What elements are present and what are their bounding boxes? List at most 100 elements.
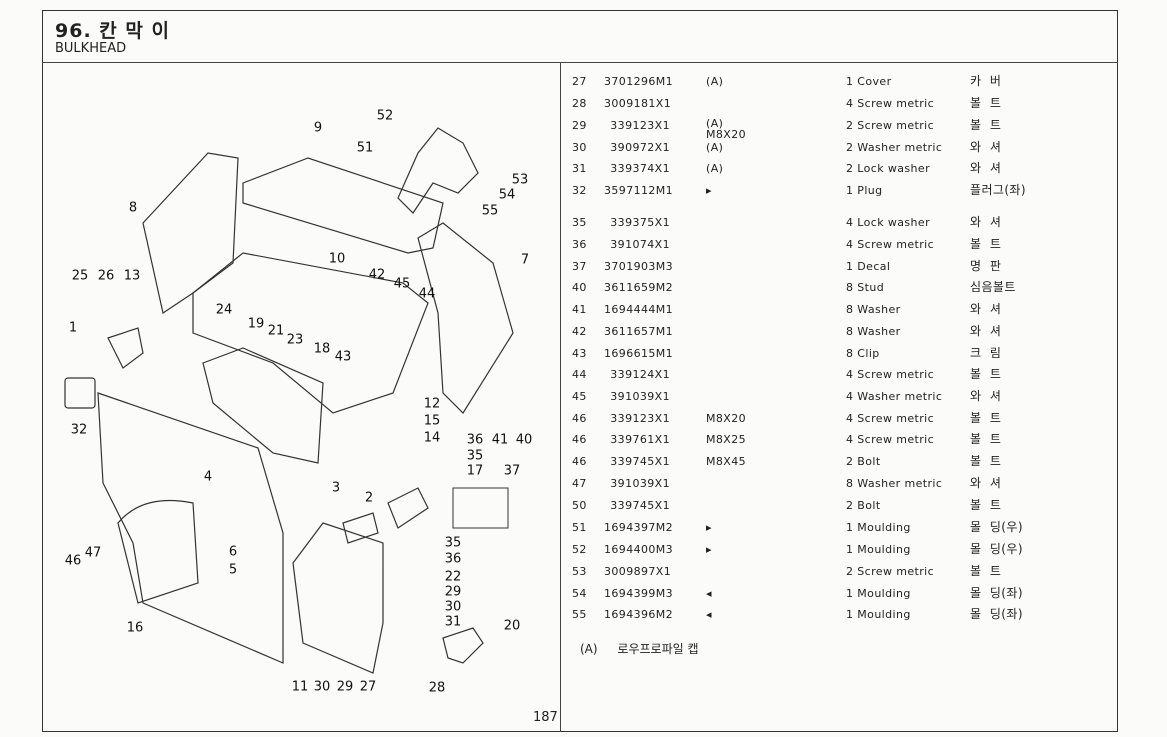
part-number: 3009897X1 <box>604 565 672 578</box>
korean-name: 심음볼트 <box>970 280 1016 294</box>
page-subtitle: BULKHEAD <box>55 41 127 56</box>
part-number: 1694396M2 <box>604 608 674 621</box>
callout-32: 32 <box>70 422 88 438</box>
description: 4 Screw metric <box>846 238 935 251</box>
callout-30: 30 <box>313 679 331 695</box>
part-number: 339745X1 <box>610 455 670 468</box>
part-number: 3597112M1 <box>604 184 674 197</box>
callout-29: 29 <box>444 584 462 600</box>
note: ◂ <box>706 587 712 600</box>
description: 4 Screw metric <box>846 97 935 110</box>
korean-name: 와 셔 <box>970 389 1002 403</box>
bracket-13 <box>107 327 144 369</box>
callout-47: 47 <box>84 545 102 561</box>
callout-8: 8 <box>128 200 138 216</box>
ref-number: 36 <box>572 238 587 251</box>
callout-31: 31 <box>444 614 462 630</box>
ref-number: 51 <box>572 521 587 534</box>
note: (A) <box>706 162 724 175</box>
korean-name: 와 셔 <box>970 161 1002 175</box>
description: 4 Lock washer <box>846 216 931 229</box>
callout-6: 6 <box>228 544 238 560</box>
callout-23: 23 <box>286 332 304 348</box>
note: M8X25 <box>706 433 747 446</box>
callout-7: 7 <box>520 252 530 268</box>
ref-number: 31 <box>572 162 587 175</box>
callout-36: 36 <box>444 551 462 567</box>
description: 1 Plug <box>846 184 883 197</box>
ref-number: 46 <box>572 412 587 425</box>
korean-name: 볼 트 <box>970 454 1002 468</box>
part-number: 339123X1 <box>610 412 670 425</box>
description: 2 Washer metric <box>846 141 943 154</box>
korean-name: 볼 트 <box>970 432 1002 446</box>
ref-number: 47 <box>572 477 587 490</box>
lower-panel <box>292 522 384 674</box>
description: 1 Moulding <box>846 608 911 621</box>
description: 8 Clip <box>846 347 880 360</box>
part-number: 3009181X1 <box>604 97 672 110</box>
callout-2: 2 <box>364 490 374 506</box>
page-title: 96. 칸 막 이 <box>55 20 170 42</box>
callout-28: 28 <box>428 680 446 696</box>
korean-name: 와 셔 <box>970 215 1002 229</box>
callout-52: 52 <box>376 108 394 124</box>
description: 4 Screw metric <box>846 368 935 381</box>
description: 2 Bolt <box>846 455 881 468</box>
description: 8 Stud <box>846 281 885 294</box>
bracket-17 <box>387 487 429 529</box>
callout-16: 16 <box>126 620 144 636</box>
callout-35: 35 <box>444 535 462 551</box>
ref-number: 35 <box>572 216 587 229</box>
part-number: 339374X1 <box>610 162 670 175</box>
callout-46: 46 <box>64 553 82 569</box>
bracket-22 <box>342 512 379 544</box>
korean-name: 몰 딩(좌) <box>970 586 1023 600</box>
ref-number: 37 <box>572 260 587 273</box>
callout-43: 43 <box>334 349 352 365</box>
note: ▸ <box>706 184 712 197</box>
korean-name: 몰 딩(우) <box>970 520 1023 534</box>
callout-3: 3 <box>331 480 341 496</box>
ref-number: 45 <box>572 390 587 403</box>
part-number: 1694397M2 <box>604 521 674 534</box>
part-number: 391074X1 <box>610 238 670 251</box>
part-number: 339124X1 <box>610 368 670 381</box>
description: 1 Moulding <box>846 521 911 534</box>
callout-12: 12 <box>423 396 441 412</box>
ref-number: 42 <box>572 325 587 338</box>
top-cover <box>242 157 444 254</box>
description: 2 Screw metric <box>846 119 935 132</box>
part-number: 3611657M1 <box>604 325 674 338</box>
page-number: 187 <box>533 710 558 725</box>
part-number: 391039X1 <box>610 390 670 403</box>
bulkhead-left-panel <box>97 392 284 664</box>
note: (A) <box>706 75 724 88</box>
table-row: 51 1694397M2 ▸ 1 Moulding 몰 딩(우) <box>560 520 1060 538</box>
ref-number: 55 <box>572 608 587 621</box>
description: 4 Washer metric <box>846 390 943 403</box>
callout-30: 30 <box>444 599 462 615</box>
panel-8 <box>142 152 239 314</box>
callout-54: 54 <box>498 187 516 203</box>
korean-name: 볼 트 <box>970 118 1002 132</box>
callout-9: 9 <box>313 120 323 136</box>
note: ▸ <box>706 521 712 534</box>
callout-21: 21 <box>267 323 285 339</box>
center-panel <box>192 252 429 414</box>
header-divider <box>42 62 1118 63</box>
